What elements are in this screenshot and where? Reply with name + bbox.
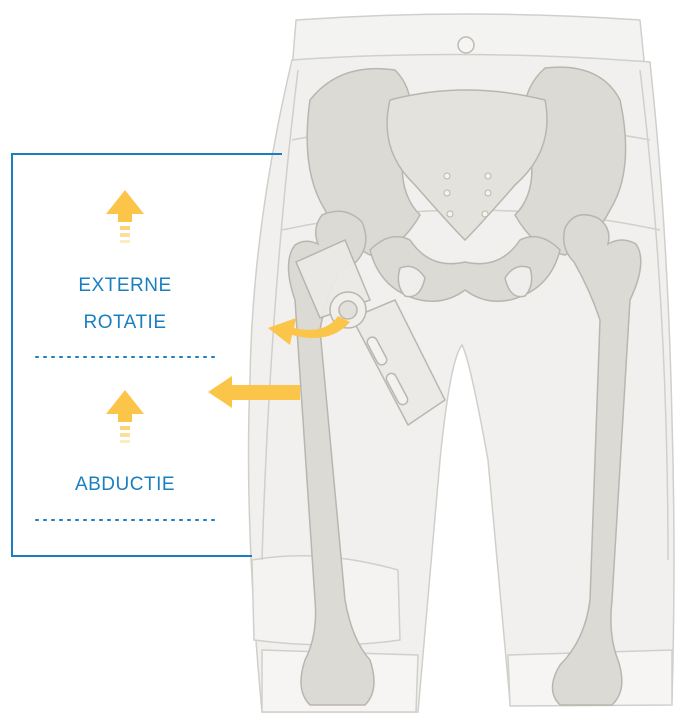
label-externe-rotatie-line2: ROTATIE xyxy=(15,312,235,334)
up-arrow-icon xyxy=(106,390,144,443)
label-abductie: ABDUCTIE xyxy=(15,474,235,496)
button-icon xyxy=(458,37,474,53)
label-externe-rotatie-line1: EXTERNE xyxy=(15,275,235,297)
up-arrow-icon xyxy=(106,190,144,243)
